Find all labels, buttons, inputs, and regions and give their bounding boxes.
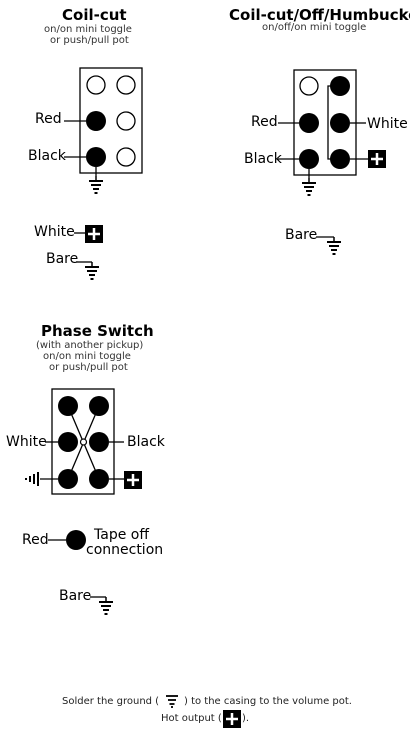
coil-cut-bare-ground-icon (84, 261, 100, 280)
phase-switch-title: Phase Switch (41, 322, 154, 340)
coil-cut-off-hum-hot-output-icon (366, 148, 388, 170)
coil-cut-switch (64, 67, 143, 280)
coil-cut-off-hum-label-white: White (367, 116, 408, 132)
coil-cut-lug-4 (116, 111, 136, 131)
phase-switch (25, 388, 144, 615)
phase-switch-subtitle-2: on/on mini toggle (43, 351, 131, 362)
coil-cut-label-bare: Bare (46, 251, 79, 267)
phase-switch-label-bare: Bare (59, 588, 92, 604)
coil-cut-label-white: White (34, 224, 75, 240)
phase-switch-lug-2 (89, 396, 109, 416)
coil-cut-hot-output-icon (83, 223, 105, 245)
phase-switch-lug-1 (58, 396, 78, 416)
coil-cut-off-hum-subtitle: on/off/on mini toggle (262, 22, 367, 33)
coil-cut-off-hum-ground-icon (301, 177, 317, 196)
coil-cut-label-black: Black (28, 148, 66, 164)
phase-switch-label-tape-1: Tape off (94, 527, 149, 543)
footer-hot-output-icon (221, 708, 243, 730)
phase-switch-ground-icon (25, 472, 39, 486)
footer-line-1b: ) to the casing to the volume pot. (184, 696, 352, 707)
coil-cut-off-hum-label-black: Black (244, 151, 282, 167)
phase-switch-tape-off-dot (66, 530, 86, 550)
coil-cut-off-hum-label-bare: Bare (285, 227, 318, 243)
coil-cut-off-hum-title: Coil-cut/Off/Humbucker (229, 6, 410, 24)
phase-switch-label-white: White (6, 434, 47, 450)
coil-cut-label-red: Red (35, 111, 62, 127)
phase-switch-lug-4 (89, 432, 109, 452)
coil-cut-off-hum-label-red: Red (251, 114, 278, 130)
phase-switch-bare-ground-icon (98, 596, 114, 615)
phase-switch-label-tape-2: connection (86, 542, 164, 558)
coil-cut-off-hum-bare-ground-icon (326, 236, 342, 255)
footer-line-2a: Hot output ( (161, 713, 222, 724)
phase-switch-hot-output-icon (122, 469, 144, 491)
coil-cut-lug-2 (116, 75, 136, 95)
coil-cut-off-hum-lug-5 (299, 149, 319, 169)
coil-cut-lug-3 (86, 111, 106, 131)
coil-cut-lug-1 (86, 75, 106, 95)
coil-cut-off-hum-lug-4 (330, 113, 350, 133)
phase-switch-label-red: Red (22, 532, 49, 548)
coil-cut-title: Coil-cut (62, 6, 127, 24)
coil-cut-subtitle-1: on/on mini toggle (44, 24, 132, 35)
coil-cut-lug-6 (116, 147, 136, 167)
coil-cut-ground-icon (88, 175, 104, 194)
phase-switch-subtitle-1: (with another pickup) (36, 340, 144, 351)
phase-switch-label-black: Black (127, 434, 165, 450)
phase-switch-subtitle-3: or push/pull pot (49, 362, 128, 373)
coil-cut-off-hum-lug-3 (299, 113, 319, 133)
coil-cut-off-hum-switch (278, 69, 388, 255)
coil-cut-lug-5 (86, 147, 106, 167)
footer-ground-icon (166, 695, 178, 708)
coil-cut-subtitle-2: or push/pull pot (50, 35, 129, 46)
phase-switch-lug-3 (58, 432, 78, 452)
phase-switch-lug-6 (89, 469, 109, 489)
footer-line-1a: Solder the ground ( (62, 696, 160, 707)
coil-cut-off-hum-lug-1 (299, 76, 319, 96)
phase-switch-crossover (79, 438, 88, 446)
footer-line-2b: ). (242, 713, 250, 724)
phase-switch-lug-5 (58, 469, 78, 489)
coil-cut-off-hum-jumper (327, 85, 340, 160)
